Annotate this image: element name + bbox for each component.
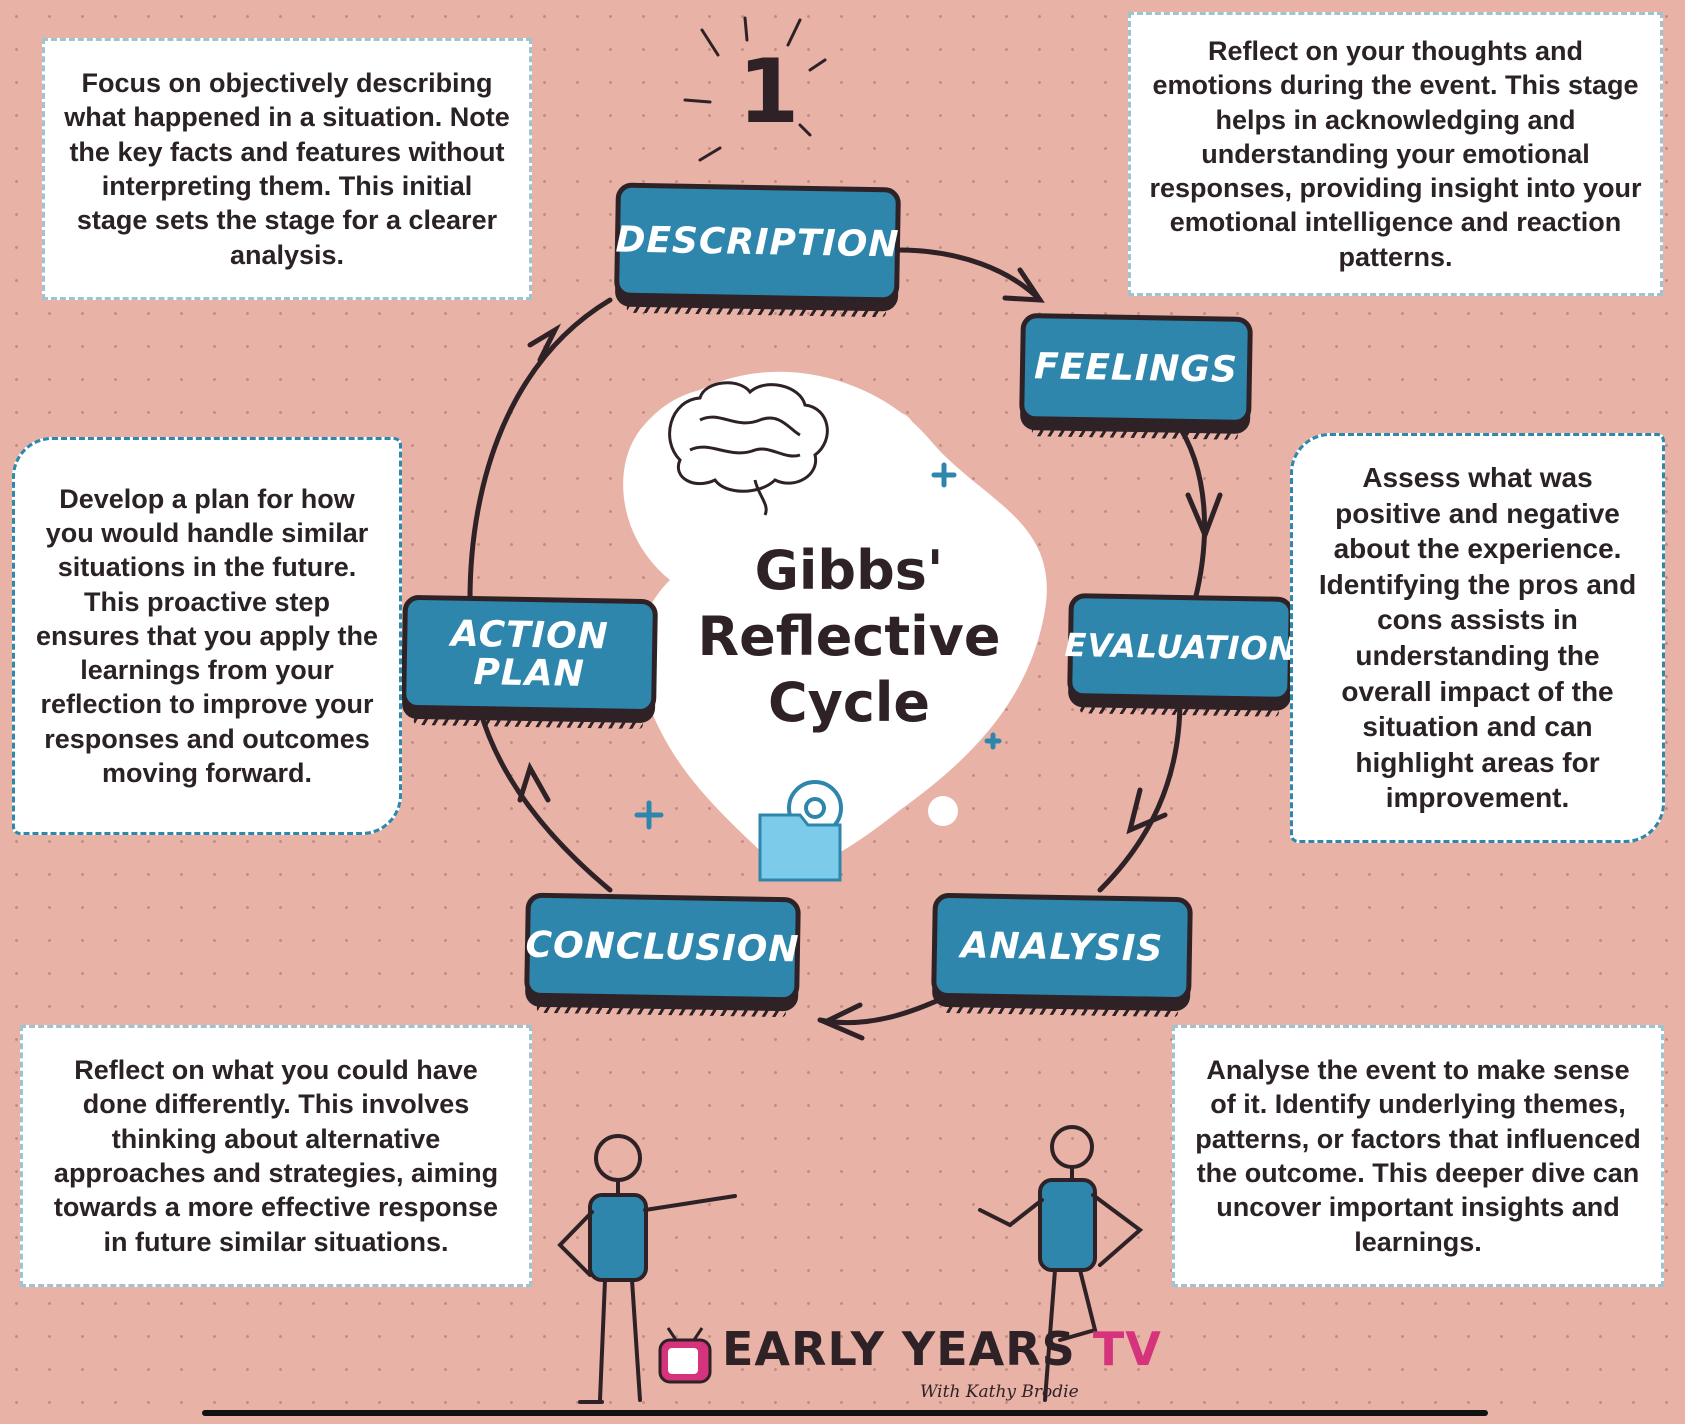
decor-dot bbox=[928, 796, 958, 826]
brain-icon bbox=[668, 381, 829, 516]
stage-evaluation: EVALUATION bbox=[1064, 593, 1297, 702]
title-line-3: Cycle bbox=[768, 670, 930, 734]
note-conclusion: Reflect on what you could have done diff… bbox=[20, 1025, 532, 1287]
note-analysis: Analyse the event to make sense of it. I… bbox=[1172, 1025, 1664, 1287]
television-icon bbox=[658, 1327, 712, 1384]
stage-conclusion: CONCLUSION bbox=[524, 892, 801, 1003]
central-blob bbox=[623, 371, 1047, 872]
stage-feelings: FEELINGS bbox=[1019, 312, 1253, 426]
brand-name: EARLY YEARS bbox=[722, 1322, 1093, 1376]
stick-figure-left bbox=[557, 1134, 737, 1404]
title-line-1: Gibbs' bbox=[754, 539, 944, 602]
stage-analysis: ANALYSIS bbox=[931, 892, 1193, 1003]
stage-number: 1 bbox=[738, 40, 800, 143]
decor-plus bbox=[634, 462, 1002, 830]
cycle-title: Gibbs' Reflective Cycle bbox=[676, 538, 1022, 736]
note-feelings: Reflect on your thoughts and emotions du… bbox=[1128, 12, 1663, 296]
title-line-2: Reflective bbox=[697, 604, 1001, 668]
brand-logo: EARLY YEARS TV bbox=[722, 1322, 1162, 1376]
brand-subtitle: With Kathy Brodie bbox=[920, 1382, 1079, 1402]
decor-dot bbox=[875, 412, 915, 452]
note-description: Focus on objectively describing what hap… bbox=[42, 38, 532, 300]
folder-gear-icon bbox=[758, 780, 843, 882]
note-evaluation: Assess what was positive and negative ab… bbox=[1290, 433, 1665, 843]
brand-tv: TV bbox=[1092, 1322, 1162, 1376]
sparkle-lines bbox=[683, 16, 827, 162]
stick-figure-right bbox=[978, 1125, 1144, 1402]
note-action-plan: Develop a plan for how you would handle … bbox=[12, 437, 402, 835]
cycle-arrows bbox=[467, 247, 1223, 1041]
stage-description: DESCRIPTION bbox=[614, 182, 901, 303]
stage-action-plan: ACTION PLAN bbox=[401, 594, 658, 715]
